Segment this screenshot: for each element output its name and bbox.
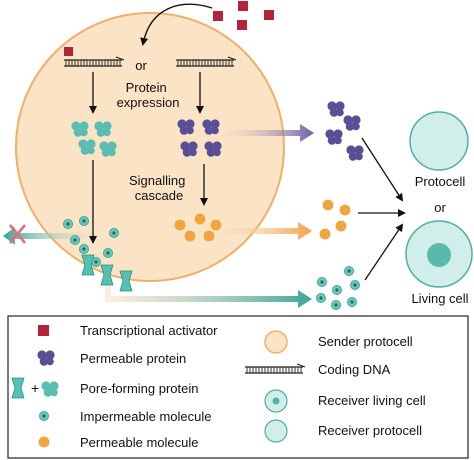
- permeable-molecules-outside: [319, 199, 351, 240]
- or-label-right: or: [434, 200, 446, 215]
- impermeable-molecule-blocked-arrow: [3, 227, 92, 245]
- receiver-living-cell-icon: [264, 389, 288, 413]
- sender-protocell: [15, 12, 285, 282]
- protein-expression-label: Protein expression: [117, 80, 180, 110]
- signalling-cascade-label: Signalling cascade: [129, 173, 189, 203]
- living-cell-nucleus: [427, 243, 451, 267]
- to-receiver-arrow-bottom: [364, 223, 404, 281]
- legend-label-permeable-molecule: Permeable molecule: [80, 435, 199, 450]
- permeable-proteins-outside: [325, 101, 364, 161]
- coding-dna-with-activator: [63, 47, 125, 67]
- transcriptional-activators-outside: [213, 1, 274, 30]
- svg-text:+: +: [31, 380, 39, 396]
- legend-label-receiver-living-cell: Receiver living cell: [318, 393, 426, 408]
- inhibition-cross-icon: [9, 224, 26, 244]
- sender-protocell-icon: [264, 330, 288, 354]
- activator-entry-arrow: [140, 3, 213, 46]
- legend-label-activator: Transcriptional activator: [80, 323, 218, 338]
- or-label-top: or: [135, 58, 147, 73]
- impermeable-molecule-icon: [38, 410, 50, 422]
- legend-label-receiver-protocell: Receiver protocell: [318, 423, 422, 438]
- legend-label-pore-protein: Pore-forming protein: [80, 381, 199, 396]
- square-activator-icon: [38, 325, 49, 336]
- permeable-molecule-icon: [38, 436, 50, 448]
- receiver-protocell-icon: [264, 419, 288, 443]
- impermeable-molecules-outside: [315, 265, 361, 311]
- protocell-label: Protocell: [415, 174, 466, 189]
- legend-label-coding-dna: Coding DNA: [318, 362, 391, 377]
- pore-forming-protein-icon: +: [11, 377, 59, 399]
- pore-release-arrow: [105, 285, 312, 308]
- legend-box: [7, 315, 469, 459]
- legend-label-permeable-protein: Permeable protein: [80, 351, 186, 366]
- to-receiver-arrow-top: [361, 137, 404, 202]
- legend-label-sender: Sender protocell: [318, 334, 413, 349]
- living-cell-label: Living cell: [411, 291, 468, 306]
- receiver-protocell: [409, 111, 469, 171]
- legend-label-impermeable-molecule: Impermeable molecule: [80, 409, 212, 424]
- permeable-protein-export-arrow: [225, 124, 314, 142]
- permeable-molecule-export-arrow: [225, 222, 312, 240]
